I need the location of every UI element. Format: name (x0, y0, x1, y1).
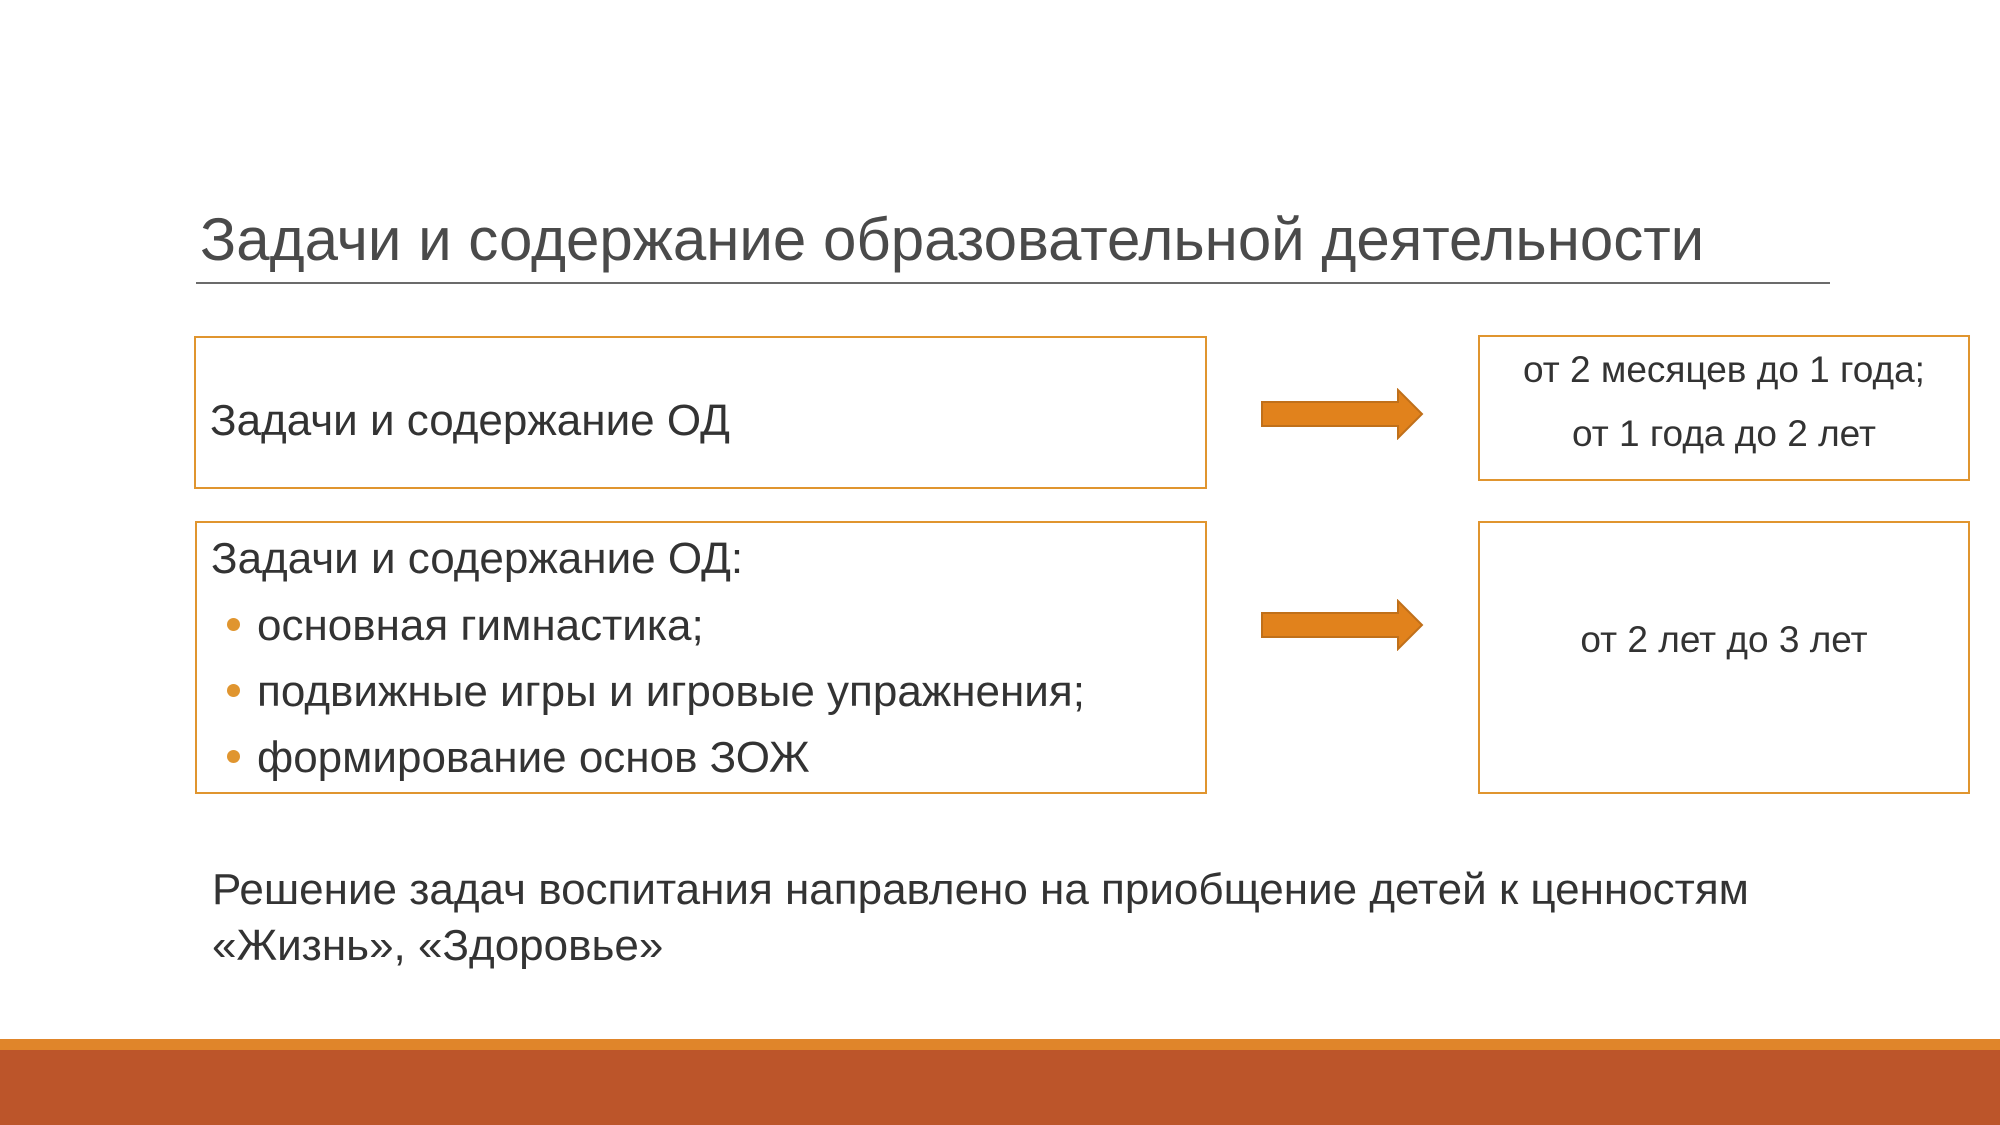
tasks-box-toddlers: Задачи и содержание ОД: основная гимнаст… (195, 521, 1207, 794)
right-arrow-icon (1261, 599, 1424, 651)
list-item-text: основная гимнастика; (257, 601, 704, 650)
age-range-line: от 2 месяцев до 1 года; (1523, 349, 1925, 390)
tasks-bullet-list: основная гимнастика; подвижные игры и иг… (227, 593, 1085, 791)
conclusion-text: Решение задач воспитания направлено на п… (212, 862, 1749, 974)
footer-accent-stripe (0, 1039, 2000, 1050)
title-underline (196, 282, 1830, 284)
conclusion-line: «Жизнь», «Здоровье» (212, 921, 664, 970)
list-item-text: формирование основ ЗОЖ (257, 733, 810, 782)
age-range-line: от 1 года до 2 лет (1572, 413, 1876, 454)
footer-band (0, 1050, 2000, 1125)
conclusion-line: Решение задач воспитания направлено на п… (212, 865, 1749, 914)
list-item: формирование основ ЗОЖ (227, 725, 1085, 791)
right-arrow-icon (1261, 388, 1424, 440)
age-box-infants: от 2 месяцев до 1 года; от 1 года до 2 л… (1478, 335, 1970, 481)
bullet-dot-icon (227, 618, 240, 631)
age-range-line: от 2 лет до 3 лет (1580, 619, 1868, 660)
tasks-heading: Задачи и содержание ОД: (211, 534, 744, 583)
list-item-text: подвижные игры и игровые упражнения; (257, 667, 1085, 716)
slide-title: Задачи и содержание образовательной деят… (200, 206, 1705, 273)
list-item: основная гимнастика; (227, 593, 1085, 659)
bullet-dot-icon (227, 750, 240, 763)
tasks-label: Задачи и содержание ОД (210, 396, 730, 445)
age-box-toddlers: от 2 лет до 3 лет (1478, 521, 1970, 794)
tasks-box-infants: Задачи и содержание ОД (194, 336, 1207, 489)
bullet-dot-icon (227, 684, 240, 697)
list-item: подвижные игры и игровые упражнения; (227, 659, 1085, 725)
